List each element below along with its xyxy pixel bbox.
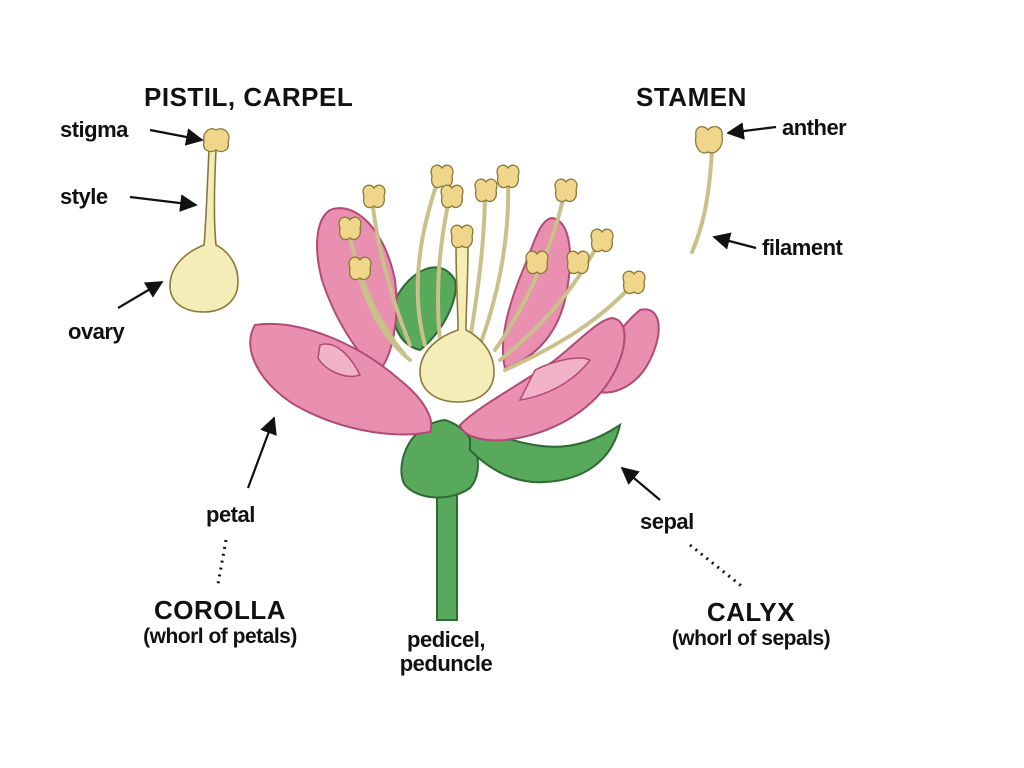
arrow-stigma	[149, 128, 204, 146]
label-calyx: CALYX	[706, 597, 796, 627]
pistil-heading: PISTIL, CARPEL	[144, 82, 354, 112]
arrow-anther	[726, 122, 777, 140]
label-corolla: COROLLA	[153, 595, 287, 625]
label-stigma: stigma	[60, 117, 128, 142]
sepals	[329, 266, 622, 499]
pedicel-stem	[436, 489, 458, 621]
label-anther: anther	[782, 115, 847, 140]
flower-stamens	[338, 164, 646, 372]
arrow-filament	[712, 232, 757, 250]
label-ovary: ovary	[68, 319, 125, 344]
label-corolla-sub: (whorl of petals)	[143, 624, 297, 648]
label-peduncle: peduncle	[399, 651, 493, 677]
arrow-petal	[246, 416, 277, 489]
label-petal: petal	[206, 502, 255, 527]
label-filament: filament	[762, 235, 843, 260]
stamen-heading: STAMEN	[636, 82, 747, 112]
label-sepal: sepal	[640, 509, 694, 534]
dots-corolla	[216, 539, 228, 585]
pistil-illustration	[169, 128, 239, 313]
arrow-style	[129, 194, 198, 212]
flower-pistil	[419, 224, 495, 403]
pedicel-group: pedicel, peduncle	[376, 627, 516, 677]
dots-calyx	[689, 543, 745, 590]
label-calyx-sub: (whorl of sepals)	[671, 626, 831, 650]
label-pedicel: pedicel,	[407, 627, 485, 652]
stamen-illustration	[690, 125, 723, 254]
annotation-arrows	[117, 122, 777, 590]
arrow-ovary	[117, 281, 164, 309]
calyx-group: CALYX (whorl of sepals)	[636, 598, 866, 650]
arrow-sepal	[620, 466, 661, 501]
petals-front	[249, 316, 626, 442]
label-style: style	[60, 184, 108, 209]
corolla-group: COROLLA (whorl of petals)	[110, 596, 330, 648]
